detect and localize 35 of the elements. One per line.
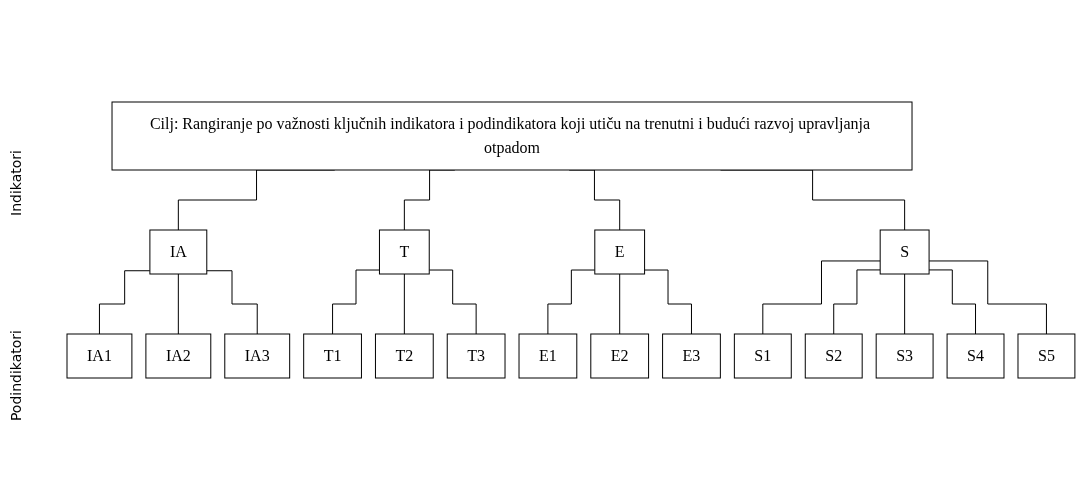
node-box: T3 bbox=[446, 333, 506, 378]
node-box: S1 bbox=[733, 333, 792, 378]
node-box: IA2 bbox=[145, 333, 212, 378]
node-box: T bbox=[379, 229, 430, 274]
node-box: S4 bbox=[946, 333, 1005, 378]
node-box: E3 bbox=[662, 333, 721, 378]
connector bbox=[928, 259, 1047, 334]
connector bbox=[833, 268, 881, 334]
row-label: Indikatori bbox=[8, 150, 24, 216]
connector bbox=[928, 268, 977, 334]
node-box: S2 bbox=[804, 333, 863, 378]
connector bbox=[332, 269, 380, 334]
connector bbox=[177, 273, 179, 334]
node-box: IA1 bbox=[66, 333, 133, 378]
node-box: E1 bbox=[518, 333, 578, 378]
connector bbox=[403, 273, 405, 334]
node-box: IA3 bbox=[224, 333, 291, 378]
connector bbox=[547, 269, 596, 334]
row-label: Podindikatori bbox=[8, 330, 24, 422]
node-box: T1 bbox=[303, 333, 362, 378]
connector bbox=[762, 259, 881, 334]
node-box: E bbox=[594, 229, 646, 274]
node-box: Cilj: Rangiranje po važnosti ključnih indikatora i podindikatora koji utiču na trenutni i budući razvoj upravljanja otpadom bbox=[111, 101, 913, 170]
node-box: S3 bbox=[875, 333, 934, 378]
node-box: S5 bbox=[1017, 333, 1076, 378]
node-box: T2 bbox=[375, 333, 434, 378]
connector bbox=[99, 269, 151, 334]
connector bbox=[644, 269, 692, 334]
connector bbox=[619, 273, 621, 334]
node-box: E2 bbox=[590, 333, 650, 378]
node-box: S bbox=[879, 229, 930, 274]
connector bbox=[428, 269, 477, 334]
node-box: IA bbox=[149, 229, 208, 274]
connector bbox=[904, 273, 906, 334]
connector bbox=[206, 269, 258, 334]
